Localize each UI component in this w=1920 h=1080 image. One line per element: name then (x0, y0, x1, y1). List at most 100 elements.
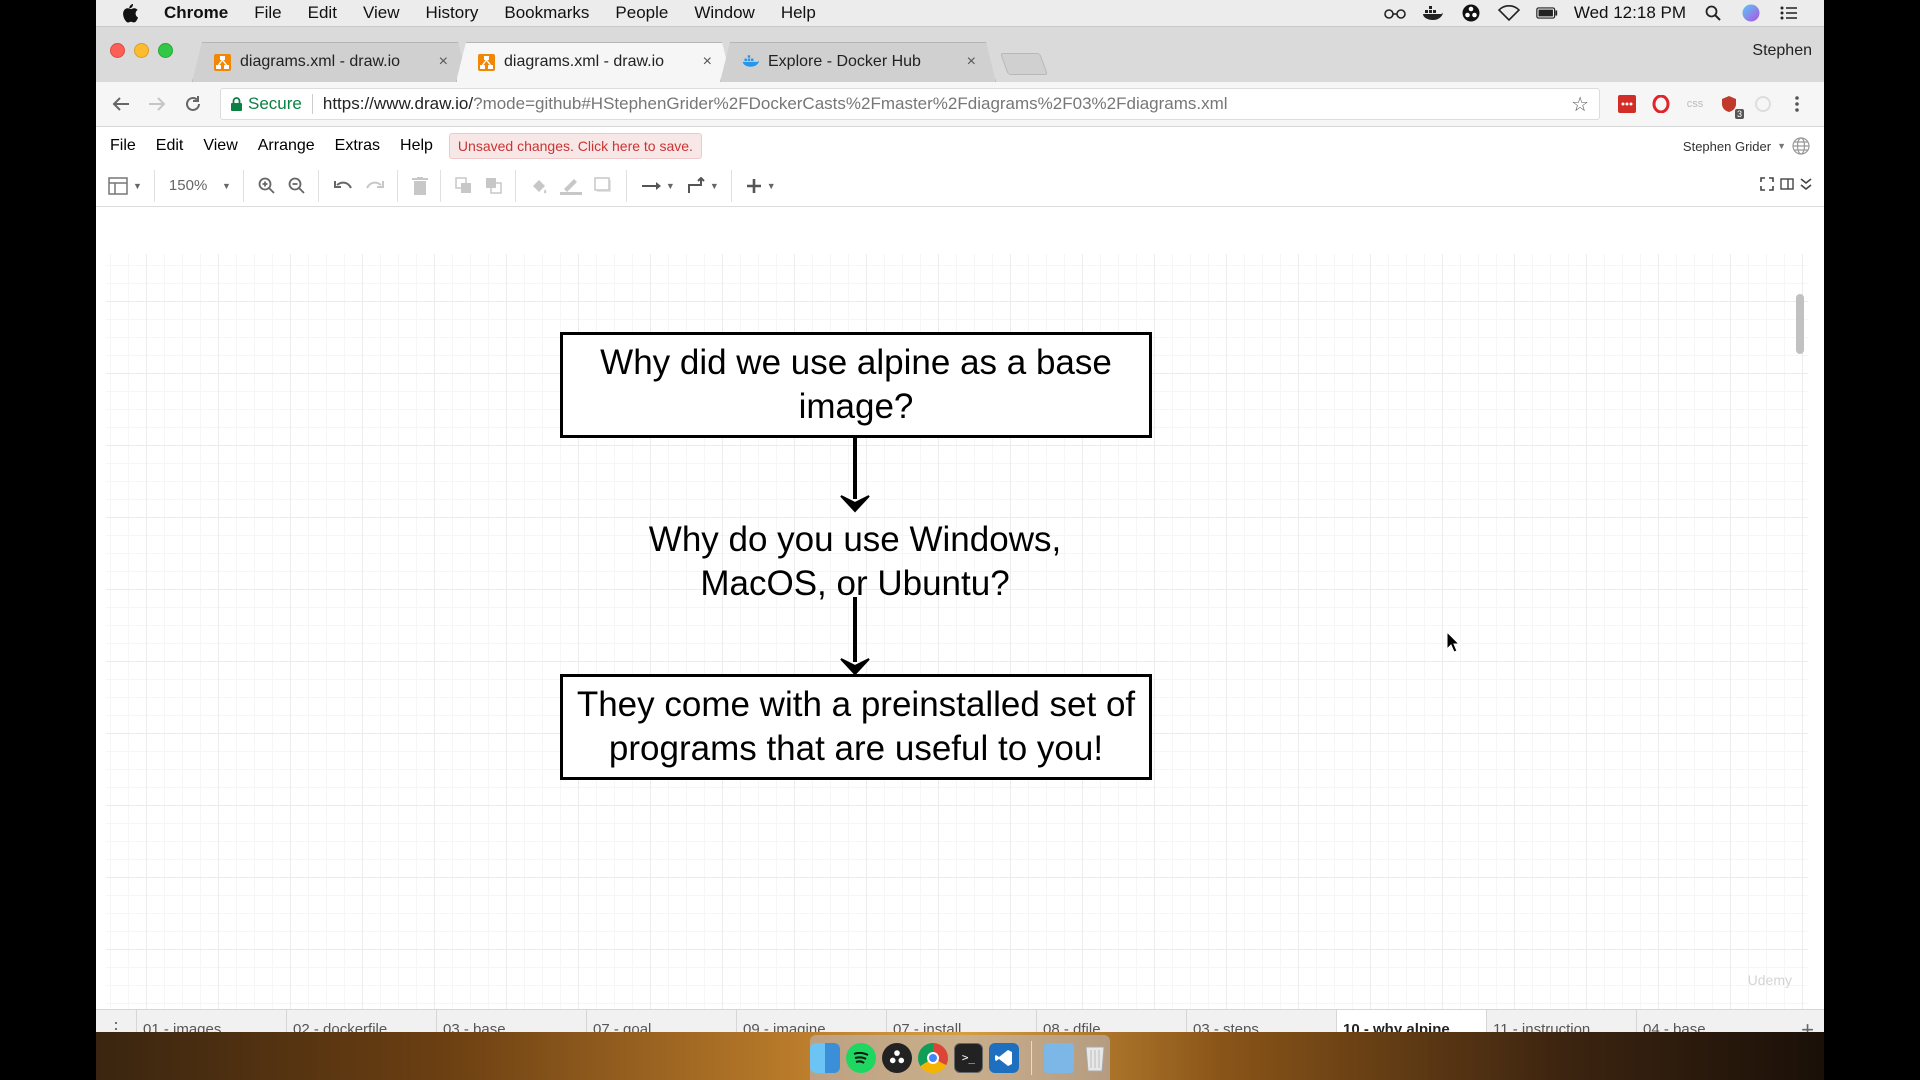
finder-icon[interactable] (810, 1042, 840, 1073)
folder-icon[interactable] (1044, 1042, 1075, 1073)
user-menu[interactable]: Stephen Grider ▼ (1683, 137, 1810, 155)
glasses-icon[interactable] (1384, 4, 1406, 22)
forward-arrow-icon[interactable] (142, 89, 172, 119)
trash-icon[interactable] (1080, 1043, 1110, 1073)
vscode-icon[interactable] (989, 1042, 1020, 1073)
diagram-canvas[interactable]: Why did we use alpine as a base image? W… (106, 254, 1808, 1009)
spotify-icon[interactable] (845, 1042, 876, 1073)
zoom-out-icon[interactable] (288, 171, 306, 201)
format-panel-toggle-icon[interactable]: ▼ (108, 171, 142, 201)
extension-badge-count: 3 (1734, 109, 1744, 119)
menu-file[interactable]: File (254, 3, 282, 22)
bookmark-star-icon[interactable]: ☆ (1571, 93, 1589, 116)
delete-trash-icon[interactable] (411, 171, 428, 201)
obs-icon[interactable] (1460, 4, 1482, 22)
address-bar[interactable]: Secure https://www.draw.io/?mode=github#… (220, 88, 1600, 120)
browser-toolbar: Secure https://www.draw.io/?mode=github#… (96, 82, 1824, 127)
udemy-watermark: Udemy (1747, 972, 1792, 988)
waypoints-icon[interactable]: ▼ (687, 171, 719, 201)
insert-plus-icon[interactable]: ▼ (746, 171, 776, 201)
line-color-icon[interactable] (559, 171, 582, 201)
minimize-window-button[interactable] (134, 43, 149, 58)
zoom-value: 150% (168, 177, 208, 194)
drawio-menu-arrange[interactable]: Arrange (257, 137, 315, 154)
menu-view[interactable]: View (362, 3, 400, 22)
menu-help[interactable]: Help (780, 3, 816, 22)
docker-icon[interactable] (1422, 4, 1444, 22)
close-window-button[interactable] (110, 43, 125, 58)
drawio-favicon-icon (214, 53, 231, 71)
profile-name[interactable]: Stephen (1752, 42, 1812, 59)
diagram-text-os-question[interactable]: Why do you use Windows, MacOS, or Ubuntu… (630, 518, 1080, 606)
zoom-in-icon[interactable] (258, 171, 276, 201)
spotlight-search-icon[interactable] (1702, 4, 1724, 22)
browser-tab-docker-hub[interactable]: Explore - Docker Hub × (720, 42, 996, 82)
vertical-scrollbar[interactable] (1796, 294, 1804, 354)
maximize-window-button[interactable] (158, 43, 173, 58)
globe-icon[interactable] (1792, 137, 1810, 155)
connection-style-icon[interactable]: ▼ (641, 171, 675, 201)
lastpass-extension-icon[interactable] (1616, 93, 1638, 115)
opera-extension-icon[interactable] (1650, 93, 1672, 115)
undo-icon[interactable] (333, 171, 353, 201)
tab-title: Explore - Docker Hub (768, 53, 921, 70)
connector-arrows (840, 438, 870, 676)
unsaved-changes-button[interactable]: Unsaved changes. Click here to save. (448, 133, 702, 159)
fullscreen-icon[interactable] (1760, 176, 1774, 195)
css-extension-icon[interactable]: css (1686, 98, 1704, 110)
drawio-menu-help[interactable]: Help (400, 137, 433, 154)
tab-title: diagrams.xml - draw.io (240, 53, 401, 70)
terminal-icon[interactable]: >_ (953, 1042, 984, 1073)
badge-extension-icon[interactable]: 3 (1718, 93, 1744, 119)
menu-app-chrome[interactable]: Chrome (164, 3, 229, 22)
wifi-icon[interactable] (1497, 4, 1520, 22)
url-host: https://www.draw.io/ (322, 94, 474, 113)
new-tab-button[interactable] (999, 53, 1049, 75)
browser-tab-drawio-1[interactable]: diagrams.xml - draw.io × (192, 42, 468, 82)
to-front-icon[interactable] (455, 171, 473, 201)
zoom-select[interactable]: 150%▼ (168, 177, 231, 194)
tab-close-icon[interactable]: × (966, 53, 976, 70)
tab-close-icon[interactable]: × (438, 53, 448, 70)
menu-window[interactable]: Window (694, 3, 755, 22)
drawio-menu-file[interactable]: File (110, 137, 136, 154)
diagram-box-answer[interactable]: They come with a preinstalled set of pro… (560, 674, 1152, 780)
menu-edit[interactable]: Edit (307, 3, 337, 22)
siri-icon[interactable] (1740, 4, 1762, 22)
mouse-cursor-icon (1446, 631, 1460, 653)
drawio-menu-view[interactable]: View (203, 137, 238, 154)
user-name: Stephen Grider (1682, 138, 1772, 154)
menu-history[interactable]: History (425, 3, 479, 22)
chrome-dock-icon[interactable] (917, 1042, 948, 1073)
tab-close-icon[interactable]: × (702, 53, 712, 70)
tab-title: diagrams.xml - draw.io (504, 53, 665, 70)
box-question-text: Why did we use alpine as a base image? (600, 343, 1112, 426)
lock-icon (231, 97, 242, 111)
notification-center-icon[interactable] (1778, 4, 1800, 22)
battery-icon[interactable] (1536, 4, 1558, 22)
fill-color-icon[interactable] (530, 171, 548, 201)
obs-dock-icon[interactable] (881, 1042, 912, 1073)
to-back-icon[interactable] (485, 171, 503, 201)
disabled-extension-icon[interactable] (1752, 93, 1774, 115)
drawio-toolbar: ▼ 150%▼ (96, 165, 1824, 207)
redo-icon[interactable] (365, 171, 385, 201)
drawio-menu-edit[interactable]: Edit (155, 137, 184, 154)
collapse-chevrons-icon[interactable] (1800, 177, 1812, 195)
tab-strip: diagrams.xml - draw.io × diagrams.xml - … (96, 27, 1824, 82)
diagram-box-question[interactable]: Why did we use alpine as a base image? (560, 332, 1152, 438)
browser-tab-drawio-2[interactable]: diagrams.xml - draw.io × (456, 42, 732, 82)
chrome-menu-icon[interactable] (1786, 93, 1808, 115)
menu-bookmarks[interactable]: Bookmarks (504, 3, 590, 22)
menu-people[interactable]: People (615, 3, 669, 22)
clock[interactable]: Wed 12:18 PM (1573, 3, 1686, 22)
back-arrow-icon[interactable] (106, 89, 136, 119)
os-question-line-2: MacOS, or Ubuntu? (700, 563, 1010, 603)
drawio-menu-extras[interactable]: Extras (334, 137, 381, 154)
reload-icon[interactable] (178, 89, 208, 119)
apple-icon[interactable] (120, 2, 142, 24)
shadow-icon[interactable] (594, 171, 614, 201)
secure-indicator[interactable]: Secure (231, 94, 302, 114)
format-panel-icon[interactable] (1780, 177, 1794, 195)
macos-menu-bar: Chrome File Edit View History Bookmarks … (96, 0, 1824, 27)
